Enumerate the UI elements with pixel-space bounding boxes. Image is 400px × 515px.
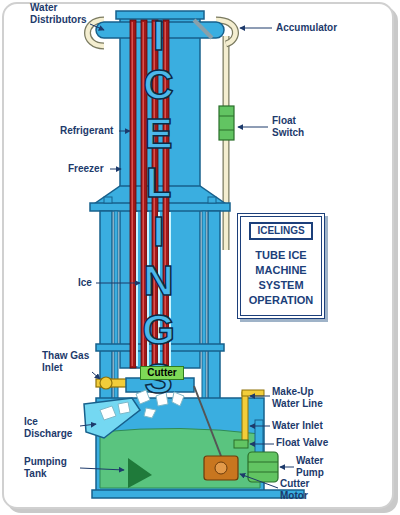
- part-label: Refrigerant: [60, 125, 113, 137]
- pump-band: [248, 462, 278, 463]
- float-pipe: [224, 36, 229, 250]
- flow-arrow: [128, 458, 152, 488]
- ice-piece: [144, 408, 156, 418]
- leader-line: [280, 467, 294, 468]
- node-heading: Cutter: [141, 367, 183, 379]
- part-label: Water Distributors: [30, 2, 94, 26]
- part-label: Accumulator: [276, 22, 337, 34]
- part-label: Float Valve: [276, 437, 328, 449]
- part-label: Ice Discharge: [24, 416, 80, 440]
- motor-hub: [215, 462, 227, 474]
- leader-line: [250, 444, 274, 445]
- leader-line: [80, 424, 96, 426]
- frame-column: [100, 211, 112, 399]
- pumping-tank: [96, 398, 264, 492]
- leader-line: [90, 24, 104, 30]
- tank-water: [100, 428, 260, 488]
- frame-knob: [104, 197, 112, 203]
- part-label: Float Switch: [272, 115, 316, 139]
- part-label: Pumping Tank: [24, 456, 80, 480]
- float-switch-body: [219, 106, 234, 140]
- water-pump-body: [248, 452, 278, 482]
- ice-piece: [118, 402, 130, 414]
- thaw-gas-valve: [100, 377, 112, 389]
- cutter-shaft: [194, 386, 221, 456]
- float-pipe-outline: [223, 36, 230, 250]
- leader-line: [238, 127, 268, 128]
- frame-rod: [114, 211, 118, 399]
- frame-column: [208, 211, 220, 399]
- base-plate: [92, 490, 304, 498]
- make-up-water-pipe: [242, 390, 264, 396]
- brand-watermark: ICELINGS: [136, 12, 180, 404]
- part-label: Ice: [78, 277, 92, 289]
- leader-line: [250, 426, 270, 427]
- accumulator-pipe: [194, 20, 212, 38]
- float-switch-band: [219, 130, 234, 131]
- part-label: Water Inlet: [272, 420, 323, 432]
- part-label: Make-Up Water Line: [272, 386, 338, 410]
- node-body: TUBE ICE MACHINE SYSTEM OPERATION: [241, 248, 321, 308]
- make-up-water-pipe: [242, 392, 248, 442]
- node-heading: ICELINGS: [249, 222, 313, 240]
- leader-line: [80, 468, 124, 470]
- part-label: Thaw Gas Inlet: [42, 350, 98, 374]
- part-label: Water Pump: [296, 455, 336, 479]
- leader-line: [119, 131, 130, 132]
- ice-discharge-chute: [84, 398, 140, 438]
- leader-line: [110, 169, 121, 170]
- float-valve-body: [234, 440, 248, 448]
- leader-line: [240, 28, 272, 29]
- ice-piece: [100, 406, 116, 420]
- leader-line: [96, 283, 140, 284]
- pump-pipe: [255, 420, 263, 454]
- frame-knob: [208, 197, 216, 203]
- title-panel: ICELINGS TUBE ICE MACHINE SYSTEM OPERATIO…: [237, 213, 325, 319]
- float-switch-band: [219, 116, 234, 117]
- leader-line: [92, 372, 100, 379]
- tube-highlight: [132, 22, 134, 366]
- frame-rod: [202, 211, 206, 399]
- leader-line: [240, 474, 278, 488]
- cutter-motor-body: [204, 456, 238, 480]
- pump-band: [248, 472, 278, 473]
- part-label: Freezer: [68, 163, 104, 175]
- part-label: Cutter Motor: [280, 478, 324, 502]
- frame: [3, 3, 393, 508]
- cutter-box: Cutter: [140, 366, 184, 380]
- leader-line: [250, 396, 270, 397]
